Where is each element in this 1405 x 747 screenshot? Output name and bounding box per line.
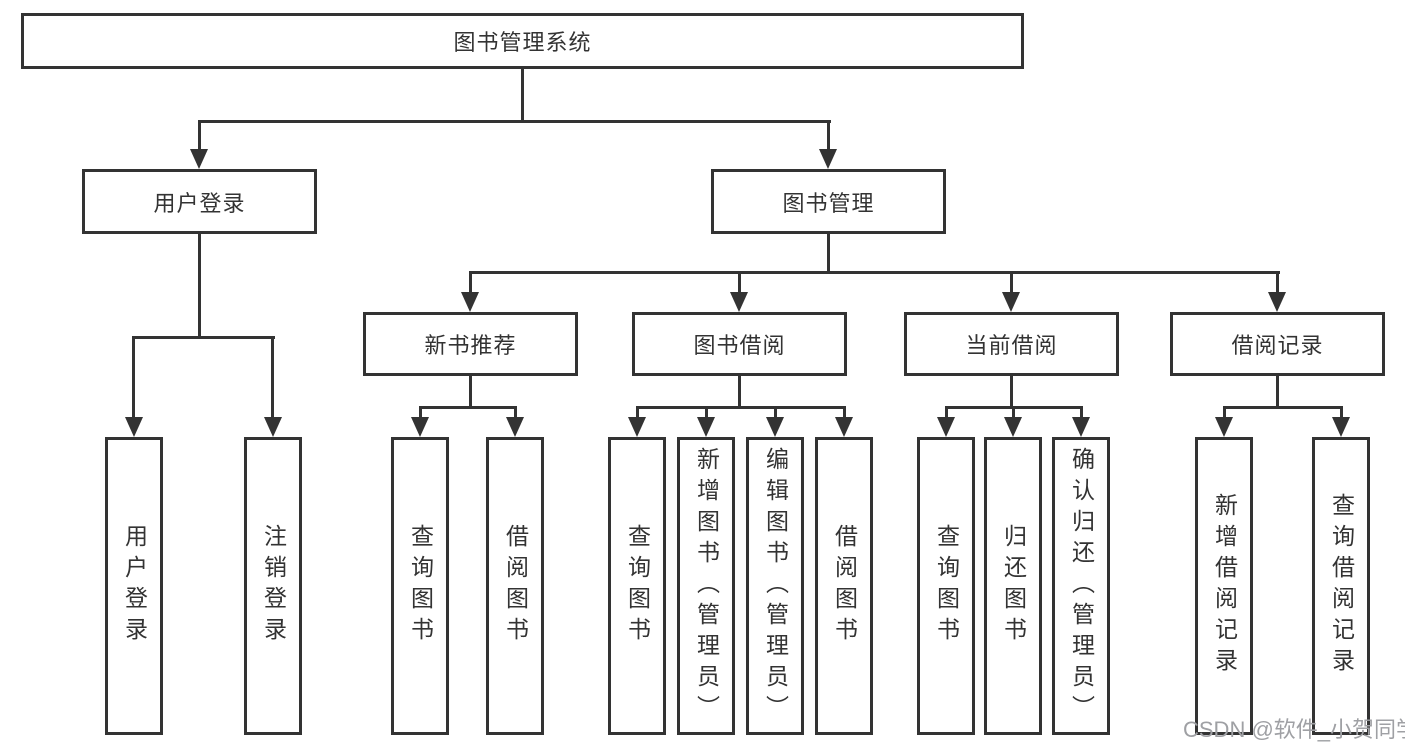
connector-line	[1012, 406, 1015, 420]
leaf-return-books-label: 归还图书	[1000, 524, 1027, 648]
node-current-borrowing: 当前借阅	[904, 312, 1119, 376]
node-borrowing-records-label: 借阅记录	[1231, 333, 1324, 358]
connector-line	[738, 271, 741, 295]
arrow-down-icon	[819, 149, 837, 169]
node-new-book-recommend-label: 新书推荐	[424, 333, 517, 358]
node-new-book-recommend: 新书推荐	[363, 312, 578, 376]
arrow-down-icon	[835, 417, 853, 437]
connector-line	[198, 120, 201, 152]
connector-line	[132, 336, 135, 419]
leaf-borrow-books-1-label: 借阅图书	[502, 524, 529, 648]
connector-line	[1340, 406, 1343, 420]
connector-line	[198, 120, 831, 123]
leaf-add-borrow-record: 新增借阅记录	[1195, 437, 1253, 735]
connector-line	[1276, 271, 1279, 295]
leaf-add-books-admin: 新增图书（管理员）	[677, 437, 735, 735]
connector-line	[419, 406, 422, 420]
leaf-logout: 注销登录	[244, 437, 302, 735]
leaf-query-books-1: 查询图书	[391, 437, 449, 735]
connector-line	[469, 271, 1280, 274]
connector-line	[945, 406, 948, 420]
arrow-down-icon	[1215, 417, 1233, 437]
leaf-user-login-label: 用户登录	[121, 524, 148, 648]
arrow-down-icon	[628, 417, 646, 437]
leaf-edit-books-admin: 编辑图书（管理员）	[746, 437, 804, 735]
leaf-confirm-return-admin: 确认归还（管理员）	[1052, 437, 1110, 735]
leaf-borrow-books-1: 借阅图书	[486, 437, 544, 735]
connector-line	[1010, 374, 1013, 408]
arrow-down-icon	[937, 417, 955, 437]
connector-line	[774, 406, 777, 420]
arrow-down-icon	[1072, 417, 1090, 437]
leaf-logout-label: 注销登录	[260, 524, 287, 648]
arrow-down-icon	[264, 417, 282, 437]
arrow-down-icon	[461, 292, 479, 312]
connector-line	[636, 406, 639, 420]
connector-line	[843, 406, 846, 420]
connector-line	[705, 406, 708, 420]
leaf-query-borrow-record-label: 查询借阅记录	[1328, 493, 1355, 679]
leaf-query-books-1-label: 查询图书	[407, 524, 434, 648]
connector-line	[198, 232, 201, 338]
leaf-user-login: 用户登录	[105, 437, 163, 735]
connector-line	[419, 406, 516, 409]
connector-line	[636, 406, 845, 409]
connector-line	[133, 336, 275, 339]
csdn-watermark: CSDN @软件_小贺同学	[1183, 717, 1405, 742]
node-user-login: 用户登录	[82, 169, 317, 234]
node-root: 图书管理系统	[21, 13, 1024, 69]
connector-line	[521, 66, 524, 122]
connector-line	[827, 232, 830, 273]
leaf-borrow-books-2: 借阅图书	[815, 437, 873, 735]
arrow-down-icon	[506, 417, 524, 437]
node-book-management-label: 图书管理	[782, 190, 875, 216]
connector-line	[738, 374, 741, 408]
connector-line	[1010, 271, 1013, 295]
arrow-down-icon	[190, 149, 208, 169]
arrow-down-icon	[730, 292, 748, 312]
leaf-borrow-books-2-label: 借阅图书	[831, 524, 858, 648]
connector-line	[271, 336, 274, 419]
connector-line	[1080, 406, 1083, 420]
arrow-down-icon	[125, 417, 143, 437]
leaf-query-borrow-record: 查询借阅记录	[1312, 437, 1370, 735]
arrow-down-icon	[1004, 417, 1022, 437]
arrow-down-icon	[1332, 417, 1350, 437]
leaf-query-books-3-label: 查询图书	[933, 524, 960, 648]
leaf-query-books-2: 查询图书	[608, 437, 666, 735]
connector-line	[1276, 374, 1279, 408]
node-book-management: 图书管理	[711, 169, 946, 234]
leaf-confirm-return-admin-label: 确认归还（管理员）	[1068, 446, 1095, 726]
node-current-borrowing-label: 当前借阅	[965, 333, 1058, 358]
node-book-borrowing: 图书借阅	[632, 312, 847, 376]
node-user-login-label: 用户登录	[153, 190, 246, 216]
leaf-query-books-2-label: 查询图书	[624, 524, 651, 648]
connector-line	[514, 406, 517, 420]
connector-line	[469, 271, 472, 295]
node-root-label: 图书管理系统	[453, 30, 592, 55]
arrow-down-icon	[411, 417, 429, 437]
leaf-add-borrow-record-label: 新增借阅记录	[1211, 493, 1238, 679]
leaf-edit-books-admin-label: 编辑图书（管理员）	[762, 446, 789, 726]
connector-line	[827, 120, 830, 152]
leaf-query-books-3: 查询图书	[917, 437, 975, 735]
arrow-down-icon	[1268, 292, 1286, 312]
connector-line	[469, 374, 472, 408]
connector-line	[1223, 406, 1226, 420]
leaf-add-books-admin-label: 新增图书（管理员）	[693, 446, 720, 726]
arrow-down-icon	[766, 417, 784, 437]
arrow-down-icon	[697, 417, 715, 437]
node-borrowing-records: 借阅记录	[1170, 312, 1385, 376]
leaf-return-books: 归还图书	[984, 437, 1042, 735]
arrow-down-icon	[1002, 292, 1020, 312]
node-book-borrowing-label: 图书借阅	[693, 333, 786, 358]
connector-line	[1223, 406, 1342, 409]
